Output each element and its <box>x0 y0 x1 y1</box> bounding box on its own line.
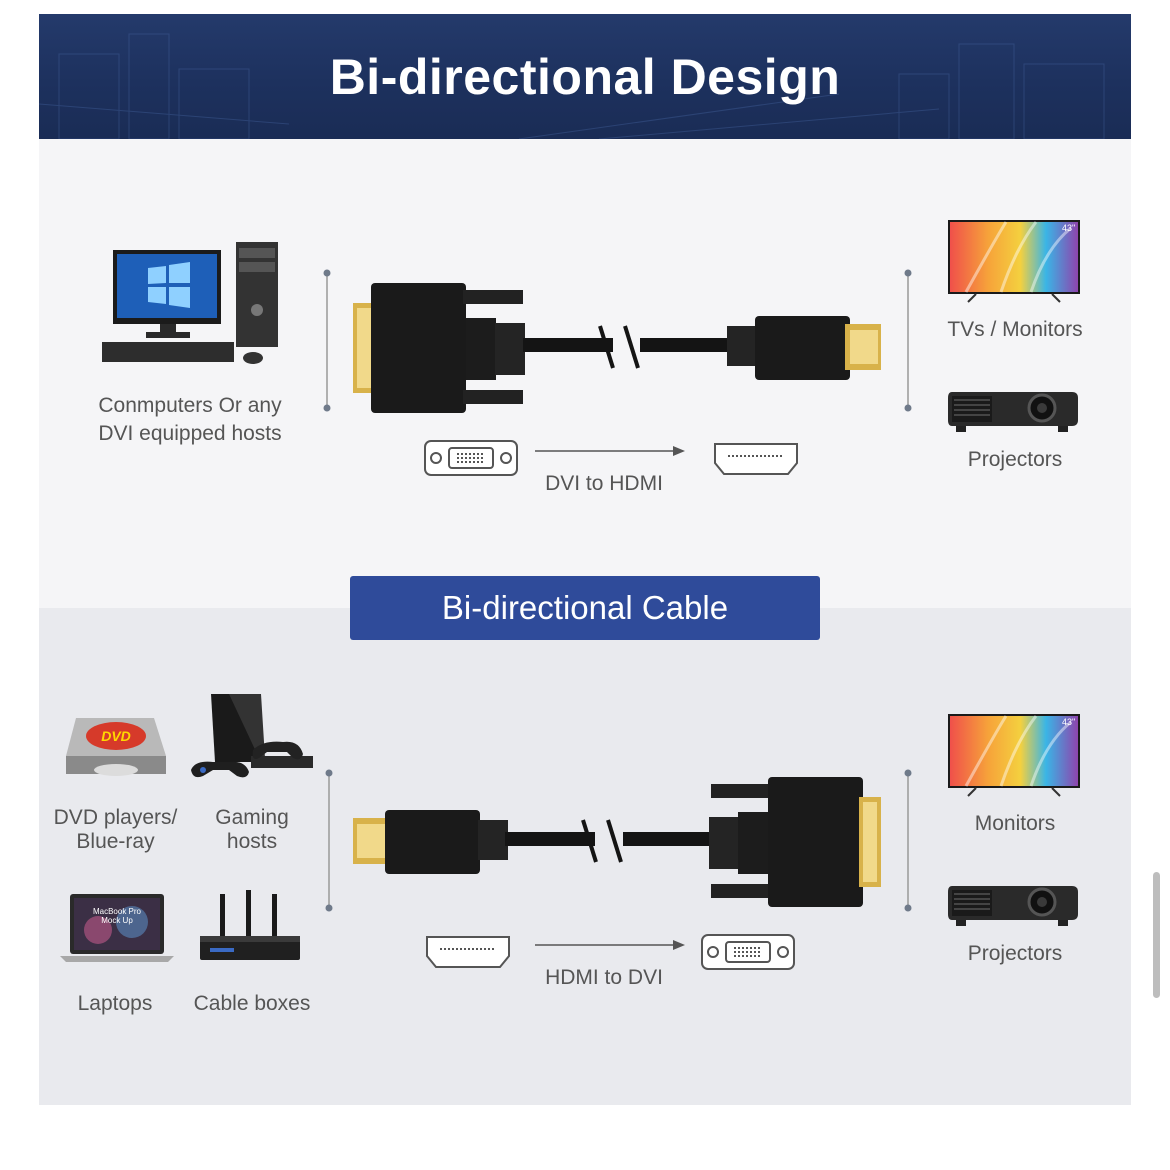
dvd-disc-text: DVD <box>101 728 131 744</box>
arrow-right-icon <box>535 446 685 456</box>
hdmi-port-icon-2 <box>426 936 510 968</box>
router-icon <box>200 890 300 960</box>
target-label-projectors-2: Projectors <box>967 942 1063 965</box>
target-bracket <box>904 269 912 412</box>
dvi-to-hdmi-cable <box>353 283 881 413</box>
target-label-projectors: Projectors <box>967 448 1063 471</box>
cable-panel <box>39 608 1131 1105</box>
target-label-tvs-monitors: TVs / Monitors <box>947 318 1083 341</box>
source-label-gaming: Gaming hosts <box>215 806 289 853</box>
source-label-cable-boxes: Cable boxes <box>193 992 311 1015</box>
scrollbar-thumb[interactable] <box>1153 872 1160 998</box>
section-title-pill: Bi-directional Cable <box>350 576 820 640</box>
arrow-right-icon-2 <box>535 940 685 950</box>
laptop-icon: MacBook Pro Mock Up <box>60 894 174 962</box>
source-label-computers: Conmputers Or any DVI equipped hosts <box>98 394 282 445</box>
flow-caption-hdmi-dvi: HDMI to DVI <box>545 966 663 989</box>
monitor-icon: 43" <box>948 714 1080 797</box>
monitor-size-badge: 43" <box>1062 717 1075 727</box>
game-console-icon <box>191 694 313 778</box>
hdmi-port-icon <box>714 443 798 475</box>
laptop-screen-text-2: Mock Up <box>101 916 133 925</box>
dvd-player-icon: DVD <box>66 718 166 776</box>
tv-size-badge: 43" <box>1062 223 1075 233</box>
hdmi-to-dvi-cable <box>353 777 881 907</box>
target-bracket-2 <box>904 769 912 912</box>
source-bracket <box>323 269 331 412</box>
dvi-port-icon <box>424 440 518 476</box>
tv-icon: 43" <box>948 220 1080 303</box>
projector-icon-2 <box>948 886 1078 926</box>
projector-icon <box>948 392 1078 432</box>
city-background <box>39 33 1105 139</box>
target-label-monitors: Monitors <box>974 812 1056 835</box>
design-panel <box>39 138 1131 608</box>
page-title: Bi-directional Design <box>329 48 841 105</box>
header-banner: Bi-directional Design <box>39 14 1131 139</box>
source-label-laptops: Laptops <box>77 992 153 1015</box>
source-label-dvd: DVD players/ Blue-ray <box>53 806 178 853</box>
flow-caption-dvi-hdmi: DVI to HDMI <box>545 472 663 495</box>
source-bracket-2 <box>325 769 333 912</box>
desktop-computer-icon <box>102 242 278 364</box>
dvi-port-icon-2 <box>701 934 795 970</box>
laptop-screen-text-1: MacBook Pro <box>93 907 142 916</box>
